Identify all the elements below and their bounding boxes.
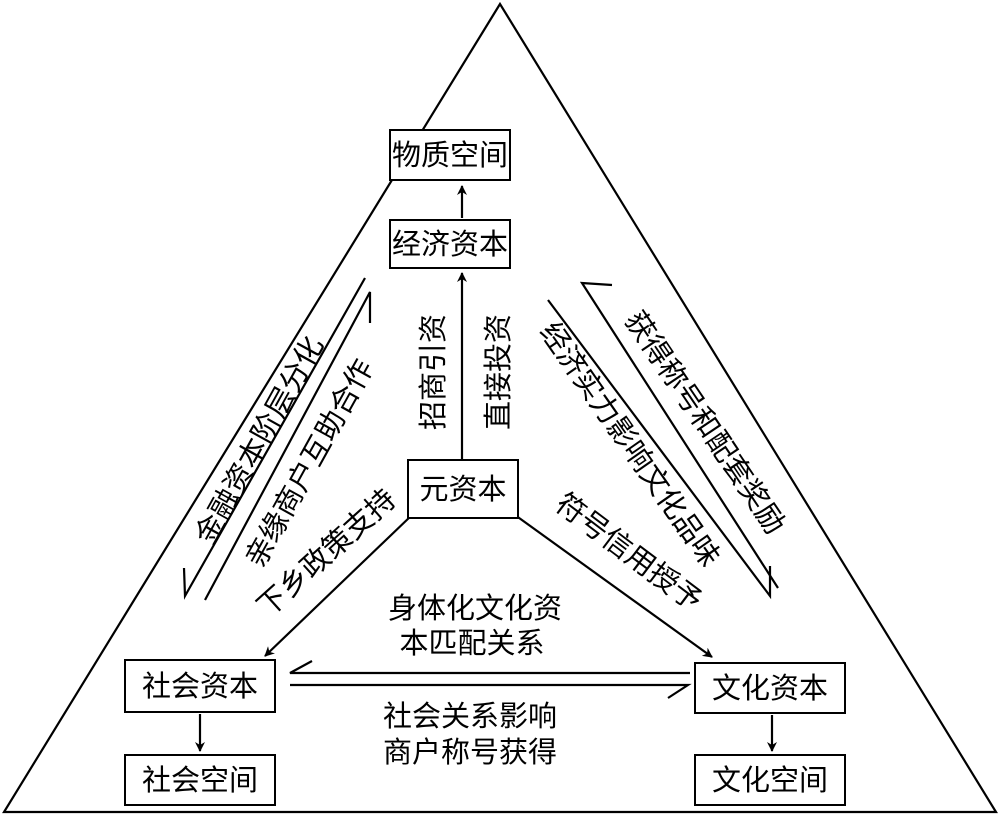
arrow-meta-to-cultural: [514, 514, 713, 658]
node-social-capital: 社会资本: [124, 659, 276, 713]
node-label: 文化资本: [712, 671, 828, 705]
node-material-space: 物质空间: [389, 129, 511, 181]
half-arrow-cultural-to-economic: [579, 281, 779, 589]
arrow-meta-to-social: [264, 514, 413, 657]
node-social-space: 社会空间: [124, 754, 276, 806]
node-label: 物质空间: [392, 138, 508, 172]
node-label: 元资本: [419, 472, 506, 506]
node-label: 社会空间: [142, 763, 258, 797]
node-cultural-space: 文化空间: [694, 754, 846, 806]
half-arrow-economic-to-cultural: [547, 299, 772, 600]
label-social-relation-line2: 商户称号获得: [383, 735, 557, 769]
half-arrow-cultural-to-social: [289, 660, 690, 675]
node-label: 经济资本: [392, 227, 508, 261]
label-direct-investment: 直接投资: [481, 314, 515, 430]
node-meta-capital: 元资本: [407, 459, 519, 519]
label-social-relation-line1: 社会关系影响: [383, 699, 557, 733]
label-attract-investment: 招商引资: [416, 314, 450, 430]
node-label: 社会资本: [142, 669, 258, 703]
label-embodied-match-line2: 本匹配关系: [399, 626, 544, 660]
half-arrow-economic-to-social: [182, 277, 366, 600]
half-arrow-social-to-cultural: [290, 683, 692, 699]
node-cultural-capital: 文化资本: [694, 662, 846, 714]
label-embodied-match-line1: 身体化文化资: [388, 591, 562, 625]
node-label: 文化空间: [712, 763, 828, 797]
half-arrow-social-to-economic: [204, 291, 372, 601]
node-economic-capital: 经济资本: [389, 219, 511, 269]
